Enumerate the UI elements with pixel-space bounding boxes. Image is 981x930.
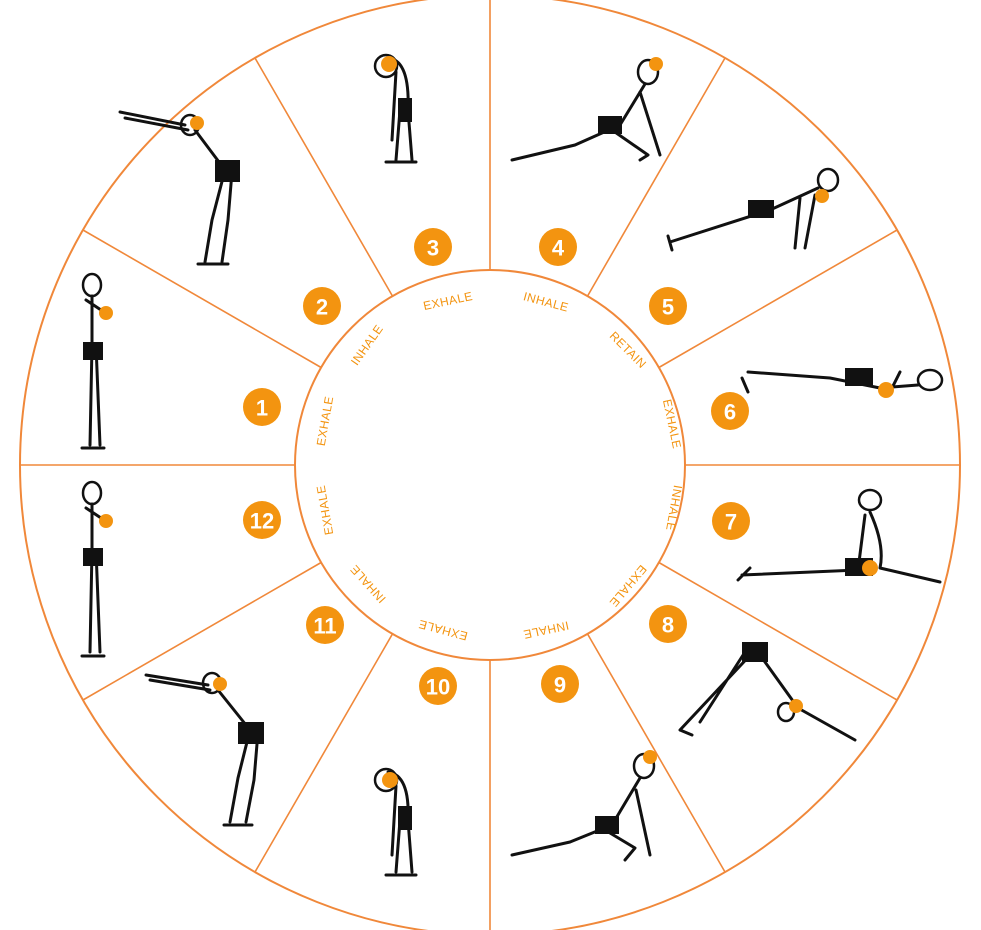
breath-label-3: EXHALE: [422, 289, 474, 313]
pose-figure-6: [742, 368, 942, 398]
step-number-3: 3: [427, 236, 439, 261]
step-number-11: 11: [313, 614, 336, 639]
step-number-1: 1: [256, 396, 268, 421]
step-number-9: 9: [554, 673, 566, 698]
breath-label-9: INHALE: [522, 618, 570, 641]
segment-divider: [255, 58, 393, 296]
chakra-dot-12: [99, 514, 113, 528]
chakra-dot-6: [878, 382, 894, 398]
breath-label-2: INHALE: [348, 322, 386, 368]
step-number-8: 8: [662, 613, 674, 638]
pose-figure-12: [82, 482, 113, 656]
step-number-12: 12: [250, 509, 274, 534]
pose-figure-5: [668, 169, 838, 250]
chakra-dot-3: [381, 56, 397, 72]
pose-figure-10: [375, 769, 416, 875]
step-badge-11: 11: [306, 606, 344, 644]
breath-label-7: INHALE: [663, 484, 685, 532]
step-badge-7: 7: [712, 502, 750, 540]
step-badge-8: 8: [649, 605, 687, 643]
breath-label-10: EXHALE: [417, 617, 469, 644]
chakra-dot-5: [815, 189, 829, 203]
pose-figure-1: [82, 274, 113, 448]
chakra-dot-11: [213, 677, 227, 691]
segment-divider: [83, 230, 321, 368]
pose-figure-8: [680, 642, 855, 740]
breath-label-4: INHALE: [522, 289, 570, 315]
chakra-dot-1: [99, 306, 113, 320]
pose-figure-3: [375, 55, 416, 162]
step-number-6: 6: [724, 400, 736, 425]
breath-label-12: EXHALE: [314, 484, 337, 536]
segment-dividers: [20, 0, 960, 930]
chakra-dot-9: [643, 750, 657, 764]
step-badge-10: 10: [419, 667, 457, 705]
breath-label-1: EXHALE: [314, 395, 337, 447]
segment-divider: [659, 230, 897, 368]
pose-figure-7: [738, 490, 940, 582]
step-badge-6: 6: [711, 392, 749, 430]
step-badge-12: 12: [243, 501, 281, 539]
step-badge-1: 1: [243, 388, 281, 426]
step-badge-5: 5: [649, 287, 687, 325]
segment-divider: [588, 58, 726, 296]
chakra-dot-8: [789, 699, 803, 713]
step-number-2: 2: [316, 295, 328, 320]
step-number-5: 5: [662, 295, 674, 320]
step-badge-9: 9: [541, 665, 579, 703]
chakra-dot-10: [382, 772, 398, 788]
chakra-dot-2: [190, 116, 204, 130]
pose-figure-2: [120, 112, 240, 264]
breath-label-5: RETAIN: [607, 329, 650, 372]
step-number-4: 4: [552, 236, 565, 261]
step-number-10: 10: [426, 675, 450, 700]
step-badge-2: 2: [303, 287, 341, 325]
segment-divider: [588, 634, 726, 872]
breath-label-11: INHALE: [347, 562, 388, 606]
inner-ring: [295, 270, 685, 660]
step-badge-4: 4: [539, 228, 577, 266]
pose-figure-9: [512, 750, 657, 860]
step-badge-3: 3: [414, 228, 452, 266]
segment-divider: [83, 563, 321, 701]
segment-divider: [255, 634, 393, 872]
step-number-7: 7: [725, 510, 737, 535]
chakra-dot-4: [649, 57, 663, 71]
pose-figure-4: [512, 57, 663, 160]
chakra-dot-7: [862, 560, 878, 576]
